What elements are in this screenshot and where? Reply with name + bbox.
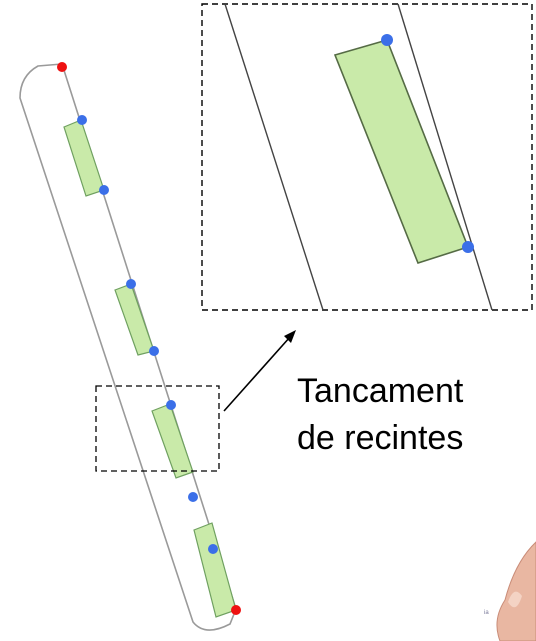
vertex-point — [99, 185, 109, 195]
magnified-inset — [201, 3, 533, 311]
inset-boundary-left — [224, 3, 324, 311]
vertex-point — [188, 492, 198, 502]
parcel-2 — [114, 283, 155, 356]
hand-icon: ia — [484, 541, 536, 641]
vertex-point — [208, 544, 218, 554]
parcel-4 — [193, 522, 237, 618]
vertex-point — [149, 346, 159, 356]
enclosure-outline — [19, 63, 237, 631]
vertex-point — [126, 279, 136, 289]
inset-boundary-right — [397, 3, 493, 311]
end-point — [231, 605, 241, 615]
vertex-point — [166, 400, 176, 410]
parcel-3 — [151, 403, 194, 479]
svg-text:ia: ia — [484, 610, 489, 616]
inset-vertex-point — [381, 34, 393, 46]
parcel-1 — [63, 119, 105, 197]
inset-vertex-point — [462, 241, 474, 253]
callout-source-box — [95, 385, 220, 472]
start-point — [57, 62, 67, 72]
caption-line-1: Tancament — [297, 372, 464, 410]
vertex-point — [77, 115, 87, 125]
caption-line-2: de recintes — [297, 419, 464, 457]
arrow-up-right-icon — [223, 330, 296, 412]
